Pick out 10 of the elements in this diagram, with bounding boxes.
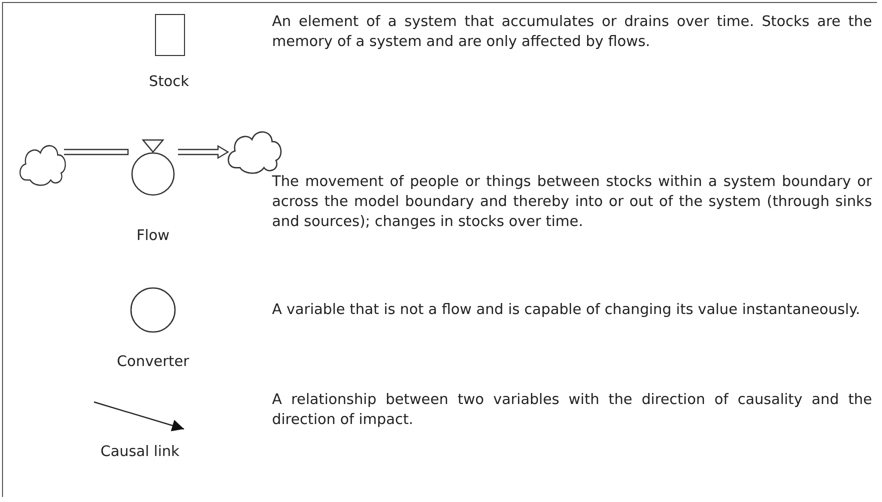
description-text: The movement of people or things between stocks within a system boundary or across the model boundary and thereby into or out of the system (through sinks and sources); changes in stocks over time. (272, 173, 872, 232)
symbol-name: Stock (148, 74, 190, 90)
symbol-name: Flow (135, 228, 171, 244)
description-text: A variable that is not a flow and is capable of changing its value instantaneously. (272, 301, 862, 320)
description-text: A relationship between two variables with the direction of causality and the direction of impact. (272, 391, 872, 430)
symbol-name: Causal link (100, 444, 180, 460)
flow-pipe (63, 148, 129, 156)
description-text: An element of a system that accumulates or drains over time. Stocks are the memory of a system and are only affected by flows. (272, 13, 872, 52)
symbol-name: Converter (116, 354, 190, 370)
flow-pipe (177, 144, 230, 160)
